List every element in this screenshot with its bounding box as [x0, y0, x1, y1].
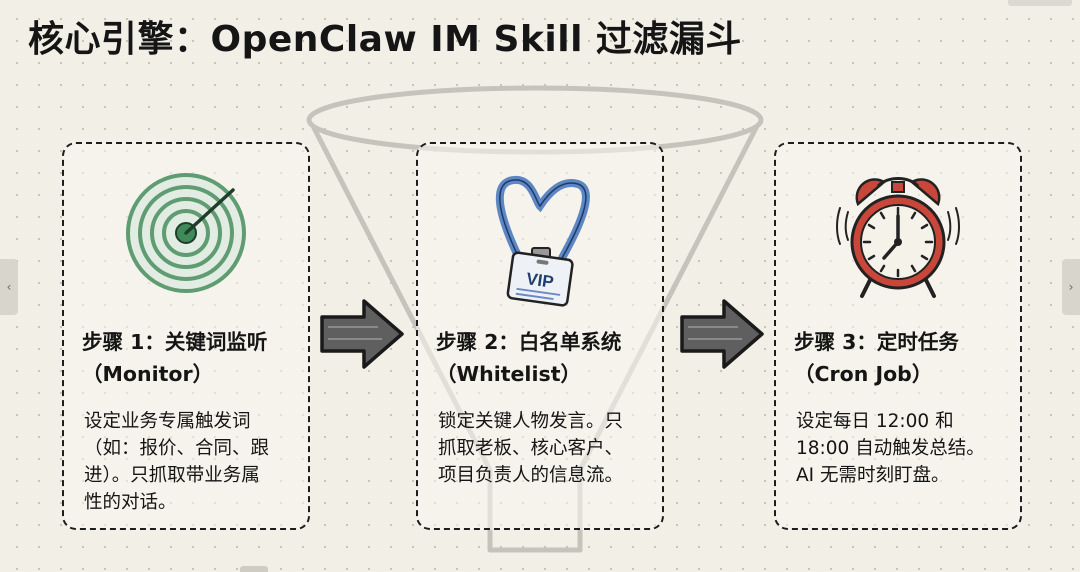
step-2-line: 锁定关键人物发言。只 [438, 411, 624, 432]
step-2-subheading: （Whitelist） [436, 362, 581, 386]
corner-handle [1008, 0, 1072, 6]
step-3-line: 设定每日 12:00 和 [796, 411, 954, 432]
step-card-whitelist: VIP 步骤 2：白名单系统 （Whitelist） 锁定关键人物发言。只 抓取… [416, 142, 664, 530]
step-1-description: 设定业务专属触发词 （如：报价、合同、跟 进）。只抓取带业务属 性的对话。 [84, 408, 296, 516]
vip-badge-text: VIP [525, 269, 555, 292]
prev-slide-button[interactable]: ‹ [0, 259, 18, 315]
step-1-line: 设定业务专属触发词 [84, 411, 251, 432]
step-2-heading: 步骤 2：白名单系统 [436, 330, 622, 354]
step-card-monitor: 步骤 1：关键词监听 （Monitor） 设定业务专属触发词 （如：报价、合同、… [62, 142, 310, 530]
bottom-handle [240, 566, 268, 572]
step-3-description: 设定每日 12:00 和 18:00 自动触发总结。 AI 无需时刻盯盘。 [796, 408, 1008, 489]
step-3-line: 18:00 自动触发总结。 [796, 438, 985, 459]
arrow-right-icon [320, 299, 404, 369]
step-card-cron-job: 步骤 3：定时任务 （Cron Job） 设定每日 12:00 和 18:00 … [774, 142, 1022, 530]
step-1-heading: 步骤 1：关键词监听 [82, 330, 268, 354]
step-2-line: 抓取老板、核心客户、 [438, 438, 624, 459]
radar-icon [126, 173, 246, 293]
step-3-subheading: （Cron Job） [794, 362, 933, 386]
step-1-subheading: （Monitor） [82, 362, 214, 386]
alarm-clock-icon [836, 177, 960, 298]
vip-badge-icon: VIP [495, 176, 590, 307]
step-1-line: 进）。只抓取带业务属 [84, 465, 260, 486]
next-slide-button[interactable]: › [1062, 259, 1080, 315]
step-1-line: 性的对话。 [84, 492, 177, 513]
page-title: 核心引擎：OpenClaw IM Skill 过滤漏斗 [28, 19, 742, 60]
step-3-heading: 步骤 3：定时任务 [794, 330, 959, 354]
step-3-line: AI 无需时刻盯盘。 [796, 465, 950, 486]
step-2-line: 项目负责人的信息流。 [438, 465, 624, 486]
arrow-right-icon [680, 299, 764, 369]
step-1-line: （如：报价、合同、跟 [84, 438, 270, 459]
step-2-description: 锁定关键人物发言。只 抓取老板、核心客户、 项目负责人的信息流。 [438, 408, 650, 489]
